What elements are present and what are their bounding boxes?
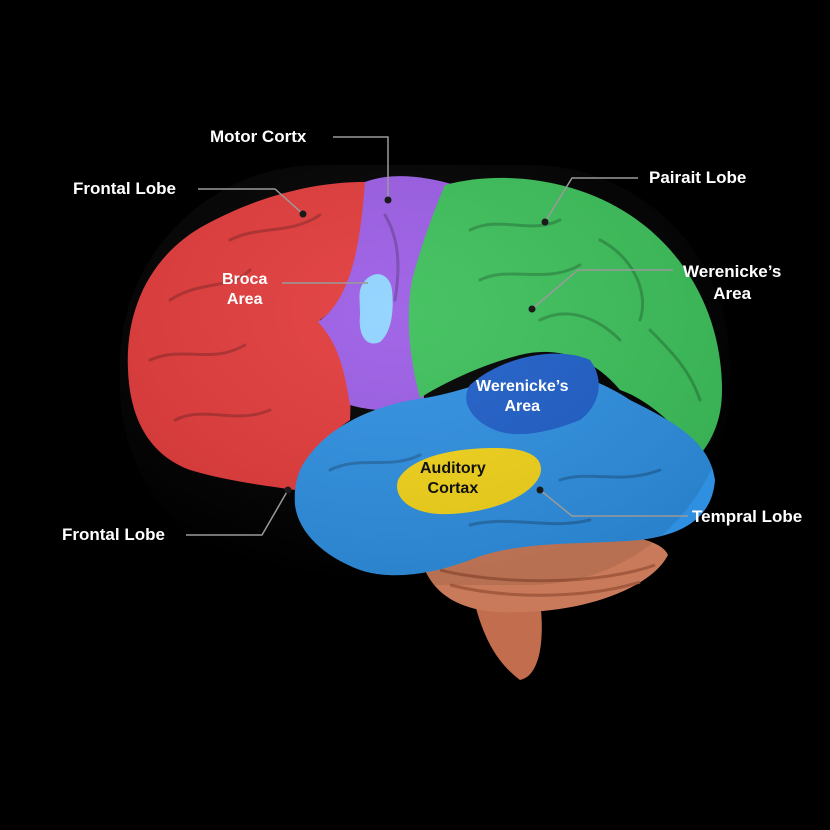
label-wernicke-outer: Werenicke’s Area (683, 261, 781, 305)
label-auditory-cortex: Auditory Cortax (420, 459, 486, 499)
leader-wernicke-outer (531, 269, 673, 310)
label-temporal-lobe: Tempral Lobe (692, 507, 803, 526)
dot-temporal (536, 486, 544, 494)
label-wernicke-inner: Werenicke’s Area (476, 377, 569, 417)
label-wernicke-inner-line1: Werenicke’s (476, 378, 569, 395)
label-frontal-lobe-bottom: Frontal Lobe (62, 525, 165, 544)
shading-overlay (120, 165, 730, 585)
leader-motor-cortex (333, 136, 389, 200)
label-wernicke-outer-line2: Area (713, 284, 752, 303)
dot-wernicke-outer (528, 305, 536, 313)
label-motor-cortex: Motor Cortx (210, 127, 307, 146)
leader-frontal-top (198, 188, 304, 215)
label-frontal-lobe-top: Frontal Lobe (73, 179, 176, 198)
label-broca-line2: Area (226, 291, 263, 308)
dot-motor-cortex (384, 196, 392, 204)
label-wernicke-outer-line1: Werenicke’s (683, 262, 782, 281)
label-wernicke-inner-line2: Area (504, 398, 541, 415)
dot-parietal (541, 218, 549, 226)
label-auditory-line2: Cortax (427, 480, 479, 497)
label-auditory-line1: Auditory (420, 460, 486, 477)
leader-parietal (544, 177, 638, 223)
dot-frontal-bottom (284, 486, 292, 494)
dot-frontal-top (299, 210, 307, 218)
label-parietal-lobe: Pairait Lobe (649, 168, 747, 187)
leader-temporal (539, 489, 688, 517)
label-broca: Broca Area (222, 270, 267, 310)
leader-frontal-bottom (186, 489, 289, 536)
label-broca-line1: Broca (222, 271, 268, 288)
